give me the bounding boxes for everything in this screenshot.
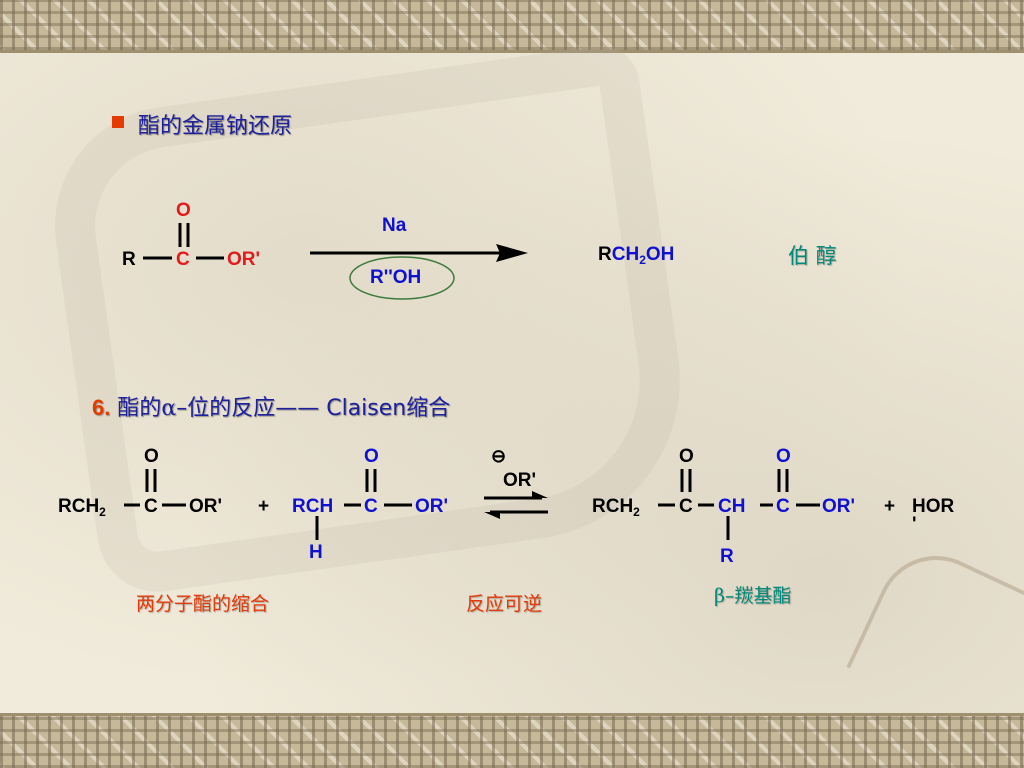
alcohol-byproduct-prime: ' <box>912 514 917 535</box>
product-r-substituent: R <box>720 546 734 567</box>
product-subscript: 2 <box>639 253 646 267</box>
ester2-rch: RCH <box>292 496 334 517</box>
ester2-alkoxy: OR' <box>415 496 449 517</box>
bullet-marker-icon <box>112 116 124 128</box>
negative-charge-icon: ⊖ <box>491 446 507 466</box>
ester1-rch2: RCH2 <box>58 496 106 519</box>
reagent-sodium-label: Na <box>382 215 407 236</box>
ester1-rch-label: RCH <box>58 496 100 517</box>
top-decorative-border <box>0 0 1024 50</box>
reagent-alcohol-label: R''OH <box>370 267 422 288</box>
ester1-alkoxy: OR' <box>189 496 223 517</box>
alcohol-byproduct: HOR <box>912 496 955 517</box>
product-ch-label: CH <box>611 244 640 265</box>
section-title-part-a: 酯的 <box>117 396 162 421</box>
two-ester-condensation-note: 两分子酯的缩合 <box>136 593 270 615</box>
equilibrium-reverse-head <box>484 512 500 519</box>
primary-alcohol-note: 伯 醇 <box>788 244 837 268</box>
product-ester-carbon: C <box>776 496 790 517</box>
alkoxy-label: OR' <box>227 249 261 270</box>
carbonyl-oxygen-label: O <box>176 200 191 221</box>
beta-keto-ester-label: –羰基酯 <box>724 585 792 607</box>
top-border-edge <box>0 50 1024 53</box>
section-heading: 6. 酯的α–位的反应—— Claisen缩合 <box>92 390 450 422</box>
r-group-label: R <box>122 249 136 270</box>
product-alpha-ch: CH <box>718 496 746 517</box>
ester1-subscript: 2 <box>99 505 106 519</box>
section-title-part-b: –位的反应—— Claisen缩合 <box>176 396 451 421</box>
section-number: 6. <box>92 395 111 420</box>
product-oh-label: OH <box>645 244 675 265</box>
ester2-carbon: C <box>364 496 378 517</box>
plus-sign-1: + <box>258 496 270 517</box>
equilibrium-forward-head <box>532 491 548 498</box>
beta-keto-ester-note: β–羰基酯 <box>714 581 792 608</box>
ester2-oxygen: O <box>364 446 379 467</box>
product-alkoxy: OR' <box>822 496 856 517</box>
product-rch2: RCH2 <box>592 496 640 519</box>
alkoxide-base: OR' <box>503 470 537 491</box>
product-rch-label: RCH <box>592 496 634 517</box>
ester1-oxygen: O <box>144 446 159 467</box>
bottom-border-edge <box>0 713 1024 716</box>
alpha-symbol: α <box>161 396 177 421</box>
product-subscript-2: 2 <box>633 505 640 519</box>
product-ketone-oxygen: O <box>679 446 694 467</box>
product-r-label: R <box>598 244 612 265</box>
plus-sign-2: + <box>884 496 896 517</box>
reagent-highlight-ellipse <box>349 256 455 300</box>
primary-alcohol-product: RCH2OH <box>598 244 675 267</box>
reversible-reaction-note: 反应可逆 <box>466 593 543 615</box>
forward-arrow-head <box>496 244 528 262</box>
product-ester-oxygen: O <box>776 446 791 467</box>
product-ketone-carbon: C <box>679 496 693 517</box>
bullet-title: 酯的金属钠还原 <box>138 114 293 139</box>
carbonyl-carbon-label: C <box>176 249 190 270</box>
beta-symbol: β <box>714 585 725 607</box>
ester2-alpha-hydrogen: H <box>309 542 323 563</box>
bottom-decorative-border <box>0 716 1024 768</box>
ester1-carbon: C <box>144 496 158 517</box>
